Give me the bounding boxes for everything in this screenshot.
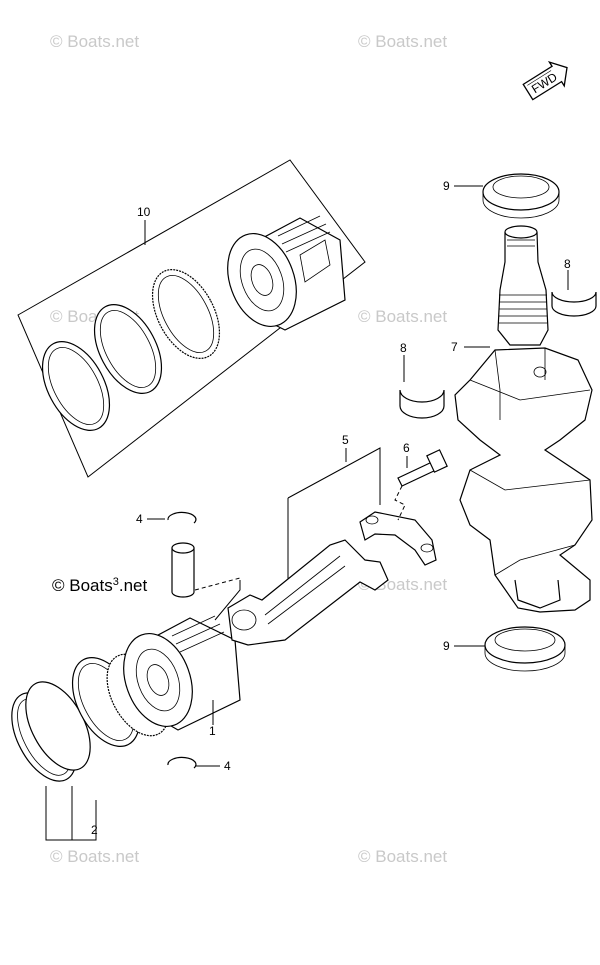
watermark: © Boats.net (358, 847, 447, 866)
watermark: © Boats.net (358, 32, 447, 51)
callout-5: 5 (342, 433, 349, 447)
oil-seal (482, 173, 560, 219)
circlip (167, 511, 197, 524)
oil-seal (484, 626, 566, 672)
callout-4b: 4 (224, 759, 231, 773)
watermark: © Boats.net (50, 32, 139, 51)
callout-8b: 8 (400, 341, 407, 355)
callout-1: 1 (209, 724, 216, 738)
callout-2: 2 (91, 823, 98, 837)
lower-piston-group: 2 1 4 4 (11, 511, 241, 841)
crankshaft (454, 225, 593, 613)
connecting-rod-bolt (397, 449, 448, 487)
piston-ring (41, 341, 111, 431)
callout-9a: 9 (443, 179, 450, 193)
watermark: © Boats.net (358, 307, 447, 326)
leader-5 (287, 447, 381, 585)
leader-2 (45, 786, 97, 841)
connecting-rod-group: 5 6 (227, 433, 448, 646)
piston-ring (151, 269, 221, 359)
main-bearing (551, 291, 597, 317)
watermarks: © Boats.net © Boats.net © Boats.net © Bo… (50, 32, 447, 866)
circlip (167, 756, 197, 769)
piston (227, 215, 346, 331)
watermark-main: © Boats3.net (52, 576, 147, 595)
piston-pin (171, 542, 195, 598)
watermark: © Boats.net (50, 847, 139, 866)
callout-6: 6 (403, 441, 410, 455)
callout-10: 10 (137, 205, 151, 219)
callout-4a: 4 (136, 512, 143, 526)
callout-7: 7 (451, 340, 458, 354)
callout-8a: 8 (564, 257, 571, 271)
connecting-rod-cap (359, 511, 437, 566)
piston-ring (93, 304, 163, 394)
callout-9b: 9 (443, 639, 450, 653)
fwd-arrow-icon: FWD (522, 60, 568, 101)
connecting-rod (227, 539, 389, 646)
piston-kit-group: 10 (17, 159, 366, 478)
main-bearing (399, 389, 445, 419)
